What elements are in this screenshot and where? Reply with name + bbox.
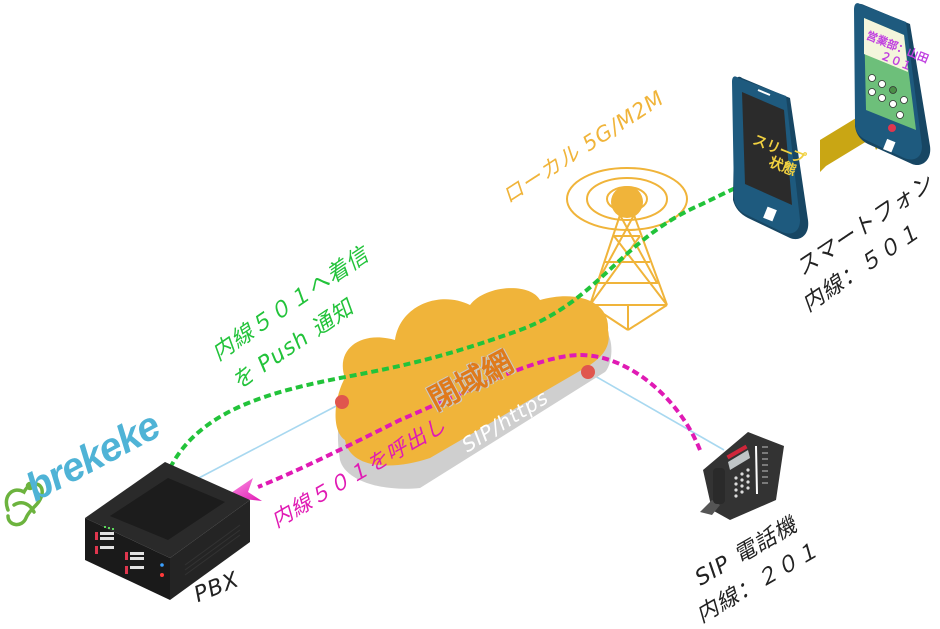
smartphone-icon [854, 3, 931, 166]
link-pbx-cloud [194, 402, 343, 481]
antenna-tower-icon [566, 167, 688, 331]
link-lines [194, 371, 725, 481]
cloud-port-left [335, 395, 349, 409]
link-cloud-sipphone [587, 371, 725, 451]
push-notify-path [168, 182, 746, 469]
call-path [257, 352, 702, 489]
cloud-port-right [581, 365, 595, 379]
cloud-icon [335, 288, 612, 489]
server-icon [85, 462, 250, 600]
frog-icon [4, 481, 44, 527]
smartphone-icon [732, 76, 809, 240]
dial-keys [868, 74, 908, 119]
desk-phone-icon [700, 432, 784, 520]
